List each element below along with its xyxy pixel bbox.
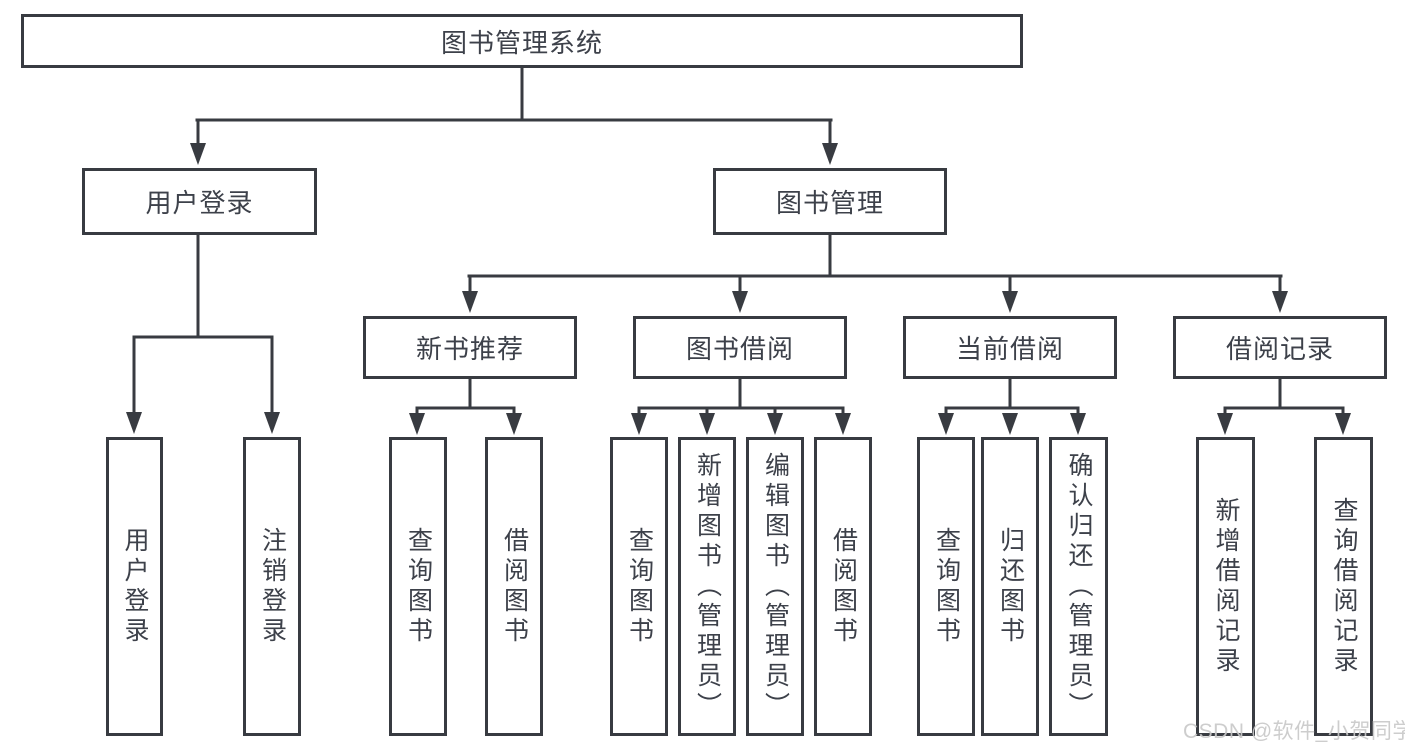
node-book-borrowing-label: 图书借阅: [685, 334, 794, 364]
leaf-bb-borrow-books: 借阅图书: [814, 437, 872, 736]
node-root: 图书管理系统: [21, 14, 1023, 68]
leaf-nb-borrow-books: 借阅图书: [485, 437, 543, 736]
leaf-cb-confirm-return-admin-label: 确认归还（管理员）: [1065, 451, 1093, 722]
node-book-borrowing: 图书借阅: [633, 316, 847, 379]
leaf-cb-return-books-label: 归还图书: [996, 526, 1025, 647]
node-book-management: 图书管理: [713, 168, 947, 235]
leaf-bb-add-books-admin-label: 新增图书（管理员）: [693, 451, 722, 722]
leaf-logout: 注销登录: [243, 437, 301, 736]
leaf-cb-confirm-return-admin: 确认归还（管理员）: [1049, 437, 1108, 736]
leaf-bb-edit-books-admin-label: 编辑图书（管理员）: [761, 451, 790, 722]
csdn-watermark: CSDN @软件_小贺同学: [1183, 720, 1405, 743]
node-user-login-label: 用户登录: [145, 188, 254, 218]
leaf-logout-label: 注销登录: [258, 526, 287, 647]
node-new-book-recommend-label: 新书推荐: [415, 334, 524, 364]
leaf-user-login: 用户登录: [106, 437, 163, 736]
leaf-nb-query-books: 查询图书: [389, 437, 447, 736]
node-root-label: 图书管理系统: [440, 27, 603, 58]
leaf-nb-query-books-label: 查询图书: [404, 526, 433, 647]
node-borrowing-records: 借阅记录: [1173, 316, 1387, 379]
node-new-book-recommend: 新书推荐: [363, 316, 577, 379]
leaf-user-login-label: 用户登录: [121, 526, 149, 647]
leaf-bb-borrow-books-label: 借阅图书: [829, 526, 858, 647]
node-user-login: 用户登录: [82, 168, 317, 235]
leaf-bb-edit-books-admin: 编辑图书（管理员）: [746, 437, 804, 736]
leaf-br-add-record: 新增借阅记录: [1196, 437, 1255, 736]
leaf-cb-return-books: 归还图书: [981, 437, 1039, 736]
node-current-borrowing: 当前借阅: [903, 316, 1117, 379]
node-book-management-label: 图书管理: [775, 188, 884, 218]
node-borrowing-records-label: 借阅记录: [1225, 334, 1334, 364]
leaf-cb-query-books-label: 查询图书: [932, 526, 961, 647]
leaf-bb-query-books: 查询图书: [610, 437, 668, 736]
leaf-br-query-record-label: 查询借阅记录: [1330, 496, 1358, 677]
leaf-br-query-record: 查询借阅记录: [1314, 437, 1373, 736]
leaf-bb-query-books-label: 查询图书: [625, 526, 654, 647]
leaf-nb-borrow-books-label: 借阅图书: [500, 526, 529, 647]
node-current-borrowing-label: 当前借阅: [955, 334, 1064, 364]
leaf-bb-add-books-admin: 新增图书（管理员）: [678, 437, 736, 736]
leaf-br-add-record-label: 新增借阅记录: [1212, 496, 1240, 677]
leaf-cb-query-books: 查询图书: [917, 437, 975, 736]
